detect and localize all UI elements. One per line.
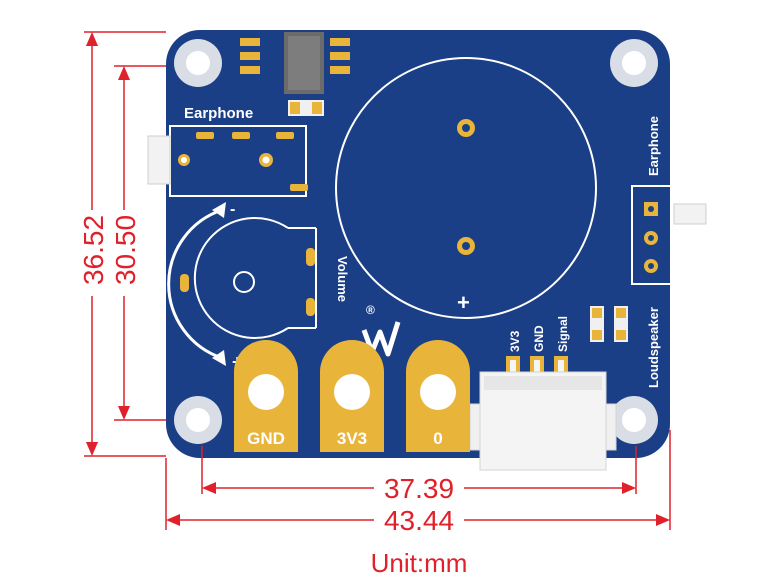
dimension-outer-height: 36.52: [78, 215, 109, 285]
volume-arrow-arc: [167, 208, 223, 360]
smd-component: [614, 306, 628, 342]
arrow-head-bottom: [212, 350, 226, 366]
pad-label-3v3: 3V3: [337, 429, 367, 448]
pad-3v3: [320, 340, 384, 452]
mounting-hole-bottom-left: [174, 396, 222, 444]
jack-pad: [290, 184, 308, 191]
earphone-label-side: Earphone: [646, 116, 661, 176]
smd-component: [590, 306, 604, 342]
pad-0: [406, 340, 470, 452]
speaker-outline: [335, 57, 597, 319]
unit-label: Unit:mm: [371, 548, 468, 578]
earphone-label-top: Earphone: [184, 105, 253, 122]
speaker-plus-symbol: +: [457, 290, 470, 315]
mounting-hole-top-left: [174, 39, 222, 87]
smd-resistor-top: [288, 100, 324, 116]
volume-label: Volume: [335, 256, 350, 302]
brand-logo: [361, 321, 401, 357]
connector-pin-label-3v3: 3V3: [508, 330, 522, 352]
jack-pad: [276, 132, 294, 139]
dimension-outer-width: 43.44: [384, 505, 454, 536]
side-jack-plug: [673, 203, 707, 225]
connector-pin-label-gnd: GND: [532, 325, 546, 352]
volume-potentiometer: [180, 217, 317, 339]
mounting-hole-bottom-right: [610, 396, 658, 444]
ic-chip: [240, 32, 350, 94]
earphone-jack-plug: [147, 135, 171, 185]
mounting-hole-top-right: [610, 39, 658, 87]
side-jack-outline: [631, 185, 675, 285]
dimension-inner-width: 37.39: [384, 473, 454, 504]
connector-pin-label-signal: Signal: [556, 316, 570, 352]
volume-minus-symbol: -: [230, 201, 235, 218]
jack-pad: [232, 132, 250, 139]
jack-pad: [196, 132, 214, 139]
pad-label-0: 0: [433, 429, 442, 448]
pad-label-gnd: GND: [247, 429, 285, 448]
connector-housing: [469, 371, 617, 471]
registered-mark: ®: [366, 303, 375, 317]
dimension-arrows: [86, 32, 670, 526]
loudspeaker-label: Loudspeaker: [646, 307, 661, 388]
pad-gnd: [234, 340, 298, 452]
arrow-head-top: [212, 202, 226, 218]
dimension-inner-height: 30.50: [110, 215, 141, 285]
